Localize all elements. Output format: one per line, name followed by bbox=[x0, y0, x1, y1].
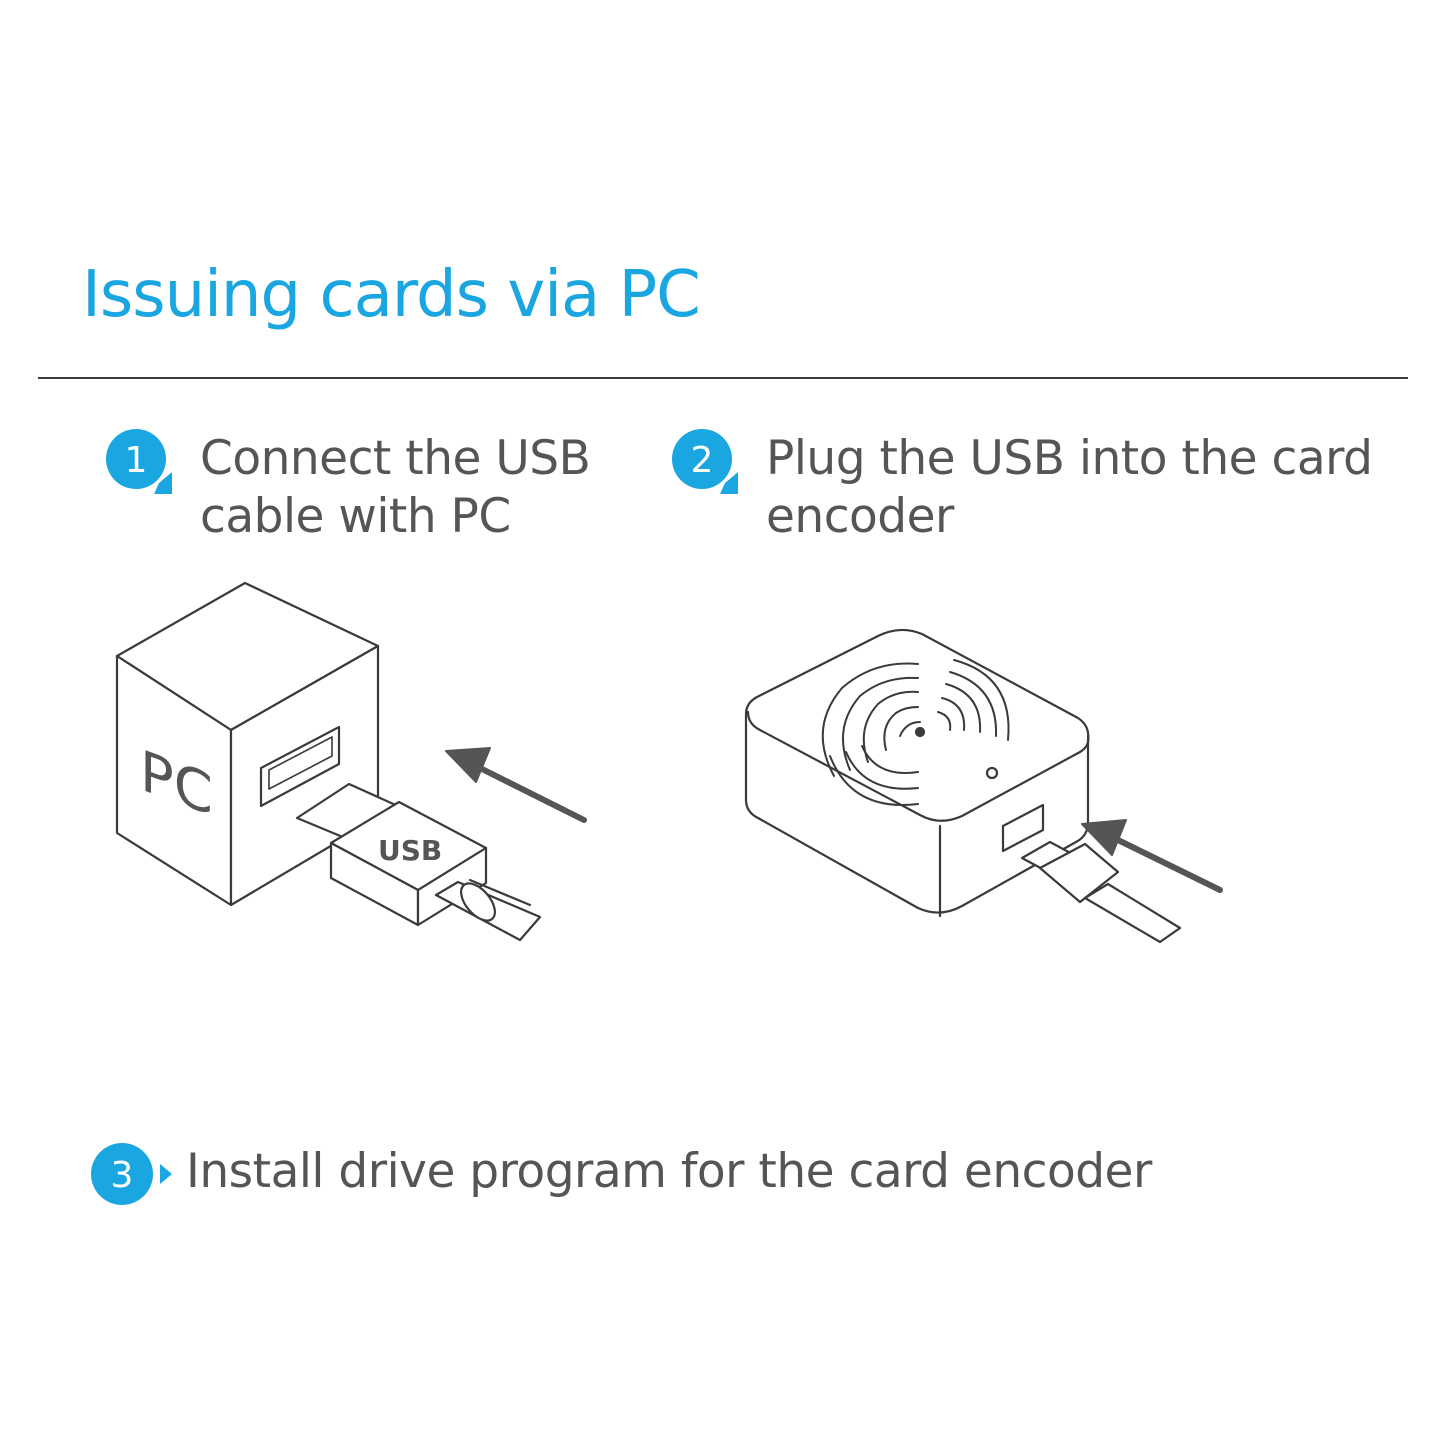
usb-label: USB bbox=[378, 834, 442, 867]
step-1-line-2: cable with PC bbox=[200, 489, 511, 544]
step-2-line-1: Plug the USB into the card bbox=[766, 431, 1373, 486]
title-divider bbox=[38, 377, 1408, 379]
step-1-line-1: Connect the USB bbox=[200, 431, 591, 486]
card-encoder-illustration bbox=[744, 628, 1223, 944]
step-1-text: Connect the USB cable with PC bbox=[200, 430, 591, 546]
pc-box-illustration bbox=[115, 581, 587, 942]
page-title: Issuing cards via PC bbox=[82, 258, 701, 332]
step-2-badge: 2 bbox=[672, 429, 738, 494]
step-1-number: 1 bbox=[125, 440, 148, 481]
step-2-text: Plug the USB into the card encoder bbox=[766, 430, 1373, 546]
step-3-number: 3 bbox=[111, 1155, 134, 1196]
step-3-text: Install drive program for the card encod… bbox=[186, 1143, 1152, 1201]
step-2-line-2: encoder bbox=[766, 489, 954, 544]
step-3-badge: 3 bbox=[91, 1143, 172, 1205]
step-3-line-1: Install drive program for the card encod… bbox=[186, 1144, 1152, 1199]
step-2-number: 2 bbox=[691, 440, 714, 481]
step-1-badge: 1 bbox=[106, 429, 172, 494]
